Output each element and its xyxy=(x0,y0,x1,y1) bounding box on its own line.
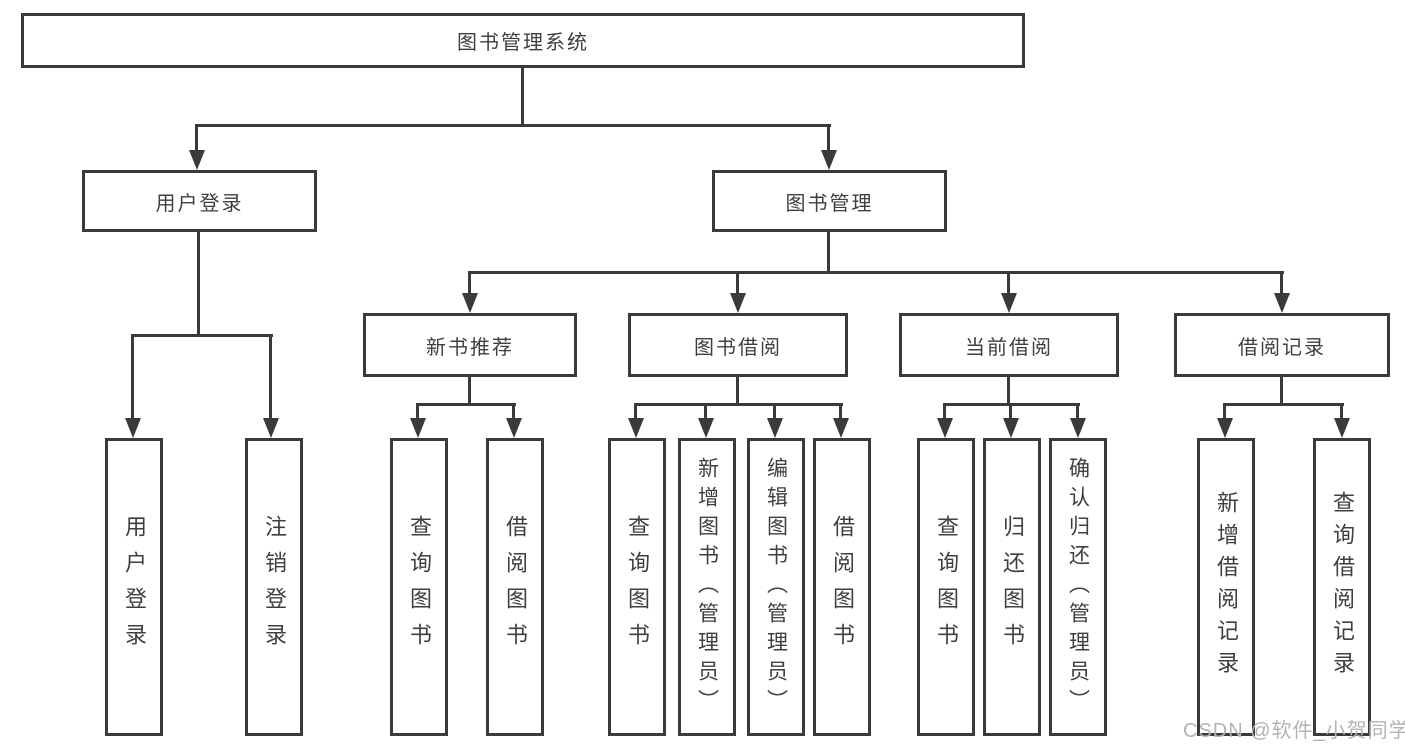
leaf-label: 查询借阅记录 xyxy=(1330,491,1355,683)
connector-line xyxy=(195,124,831,127)
leaf-label: 新增图书（管理员） xyxy=(695,456,719,718)
connector-line xyxy=(634,403,843,406)
node-label: 图书管理系统 xyxy=(457,32,589,54)
arrow-down-icon xyxy=(1001,293,1017,313)
connector-line xyxy=(197,232,200,336)
node-current-borrowing: 当前借阅 xyxy=(899,313,1119,377)
node-new-book-recommendation: 新书推荐 xyxy=(363,313,577,377)
connector-line xyxy=(736,377,739,405)
node-book-management: 图书管理 xyxy=(712,170,947,232)
arrow-down-icon xyxy=(1217,418,1233,438)
leaf-label: 借阅图书 xyxy=(830,515,855,659)
leaf-edit-book-admin: 编辑图书（管理员） xyxy=(747,438,805,736)
leaf-add-book-admin: 新增图书（管理员） xyxy=(678,438,736,736)
connector-line xyxy=(943,403,946,420)
connector-line xyxy=(416,403,419,420)
leaf-return-books: 归还图书 xyxy=(983,438,1041,736)
leaf-query-borrow-record: 查询借阅记录 xyxy=(1313,438,1371,736)
leaf-label: 归还图书 xyxy=(1000,515,1025,659)
arrow-down-icon xyxy=(821,150,837,170)
csdn-watermark: CSDN @软件_小贺同学 xyxy=(1183,720,1405,742)
node-user-login: 用户登录 xyxy=(82,170,317,232)
connector-line xyxy=(1340,403,1343,420)
leaf-add-borrow-record: 新增借阅记录 xyxy=(1197,438,1255,736)
arrow-down-icon xyxy=(1334,418,1350,438)
connector-line xyxy=(827,232,830,273)
leaf-label: 查询图书 xyxy=(625,515,650,659)
arrow-down-icon xyxy=(1274,293,1290,313)
leaf-label: 借阅图书 xyxy=(503,515,528,659)
arrow-down-icon xyxy=(410,418,426,438)
node-label: 当前借阅 xyxy=(965,336,1053,359)
connector-line xyxy=(416,403,516,406)
arrow-down-icon xyxy=(462,293,478,313)
leaf-confirm-return-admin: 确认归还（管理员） xyxy=(1049,438,1107,736)
leaf-borrow-books: 借阅图书 xyxy=(813,438,871,736)
connector-line xyxy=(468,271,1284,274)
connector-line xyxy=(1076,403,1079,420)
connector-line xyxy=(827,124,830,152)
node-borrowing-records: 借阅记录 xyxy=(1174,313,1390,377)
leaf-label: 查询图书 xyxy=(934,515,959,659)
connector-line xyxy=(1280,377,1283,405)
arrow-down-icon xyxy=(937,418,953,438)
connector-line xyxy=(195,124,198,152)
connector-line xyxy=(1007,271,1010,295)
arrow-down-icon xyxy=(125,418,141,438)
node-book-borrowing: 图书借阅 xyxy=(628,313,848,377)
arrow-down-icon xyxy=(189,150,205,170)
connector-line xyxy=(131,334,134,420)
leaf-query-books-current: 查询图书 xyxy=(917,438,975,736)
leaf-query-books-recommend: 查询图书 xyxy=(390,438,448,736)
connector-line xyxy=(468,271,471,295)
arrow-down-icon xyxy=(1003,418,1019,438)
arrow-down-icon xyxy=(767,418,783,438)
connector-line xyxy=(736,271,739,295)
node-label: 图书管理 xyxy=(785,192,874,215)
leaf-borrow-books-recommend: 借阅图书 xyxy=(486,438,544,736)
connector-line xyxy=(773,403,776,420)
arrow-down-icon xyxy=(628,418,644,438)
connector-line xyxy=(468,377,471,405)
arrow-down-icon xyxy=(833,418,849,438)
leaf-label: 确认归还（管理员） xyxy=(1066,456,1090,718)
leaf-user-login: 用户登录 xyxy=(105,438,163,736)
connector-line xyxy=(704,403,707,420)
node-label: 用户登录 xyxy=(155,192,244,215)
connector-line xyxy=(634,403,637,420)
leaf-label: 用户登录 xyxy=(122,515,147,659)
connector-line xyxy=(512,403,515,420)
leaf-label: 查询图书 xyxy=(407,515,432,659)
connector-line xyxy=(839,403,842,420)
leaf-label: 注销登录 xyxy=(262,515,287,659)
leaf-query-books-borrow: 查询图书 xyxy=(608,438,666,736)
arrow-down-icon xyxy=(1070,418,1086,438)
leaf-label: 编辑图书（管理员） xyxy=(764,456,788,718)
node-label: 图书借阅 xyxy=(694,336,782,359)
node-library-management-system: 图书管理系统 xyxy=(21,13,1025,68)
leaf-label: 新增借阅记录 xyxy=(1214,491,1239,683)
connector-line xyxy=(1280,271,1283,295)
arrow-down-icon xyxy=(506,418,522,438)
leaf-logout: 注销登录 xyxy=(245,438,303,736)
connector-line xyxy=(1009,403,1012,420)
node-label: 借阅记录 xyxy=(1238,336,1326,359)
connector-line xyxy=(1223,403,1344,406)
connector-line xyxy=(1223,403,1226,420)
connector-line xyxy=(1007,377,1010,405)
connector-line xyxy=(269,334,272,420)
arrow-down-icon xyxy=(698,418,714,438)
connector-line xyxy=(521,68,524,126)
arrow-down-icon xyxy=(730,293,746,313)
connector-line xyxy=(131,334,273,337)
arrow-down-icon xyxy=(263,418,279,438)
node-label: 新书推荐 xyxy=(426,336,514,359)
